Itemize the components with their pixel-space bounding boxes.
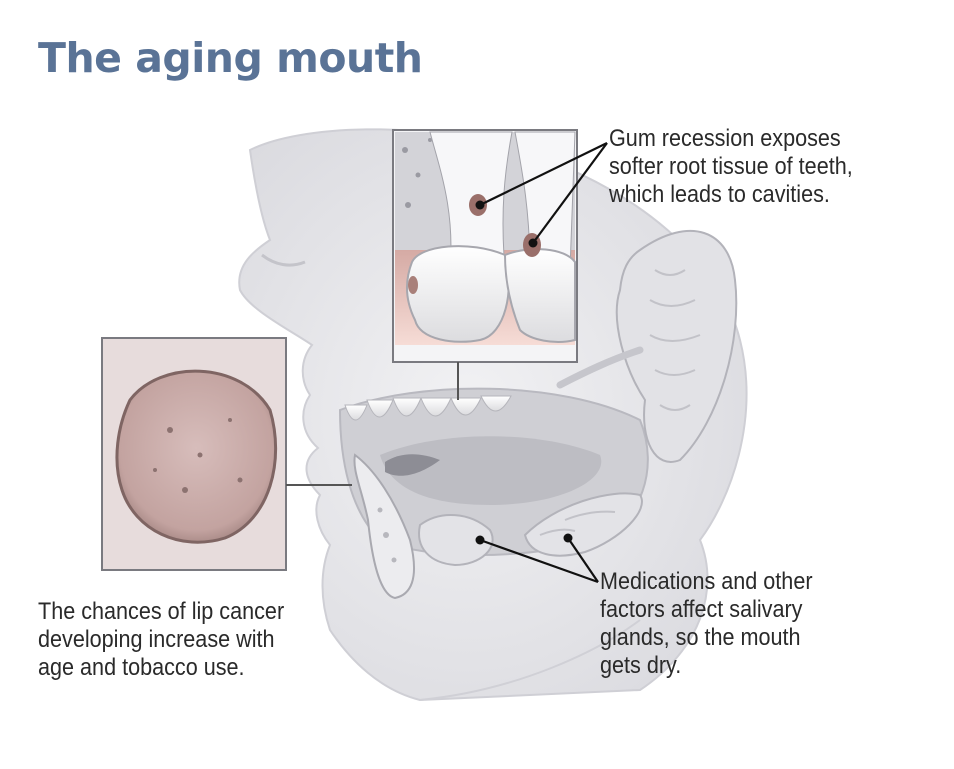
caption-line: developing increase with — [38, 626, 275, 653]
caption-line: which leads to cavities. — [609, 181, 830, 208]
caption-line: softer root tissue of teeth, — [609, 153, 853, 180]
caption-line: The chances of lip cancer — [38, 598, 285, 625]
caption-line: Gum recession exposes — [609, 125, 841, 152]
lip-lesion-inset — [101, 337, 352, 571]
caption-line: Medications and other — [600, 568, 813, 595]
leader-lines — [479, 142, 608, 584]
lower-salivary-glands-icon — [418, 492, 643, 567]
caption-line: gets dry. — [600, 652, 682, 679]
gum-recession-caption: Gum recession exposes softer root tissue… — [609, 125, 853, 209]
caption-line: age and tobacco use. — [38, 654, 245, 681]
parotid-gland-icon — [556, 229, 738, 463]
caption-line: factors affect salivary — [600, 596, 803, 623]
salivary-glands-caption: Medications and other factors affect sal… — [600, 568, 813, 680]
tooth-cross-section-inset — [392, 129, 578, 400]
callout-dots — [475, 200, 573, 545]
upper-teeth — [344, 395, 512, 421]
lower-jaw-bone — [353, 453, 415, 600]
caption-line: glands, so the mouth — [600, 624, 801, 651]
lip-cancer-caption: The chances of lip cancer developing inc… — [38, 598, 284, 682]
page-title: The aging mouth — [38, 34, 423, 82]
